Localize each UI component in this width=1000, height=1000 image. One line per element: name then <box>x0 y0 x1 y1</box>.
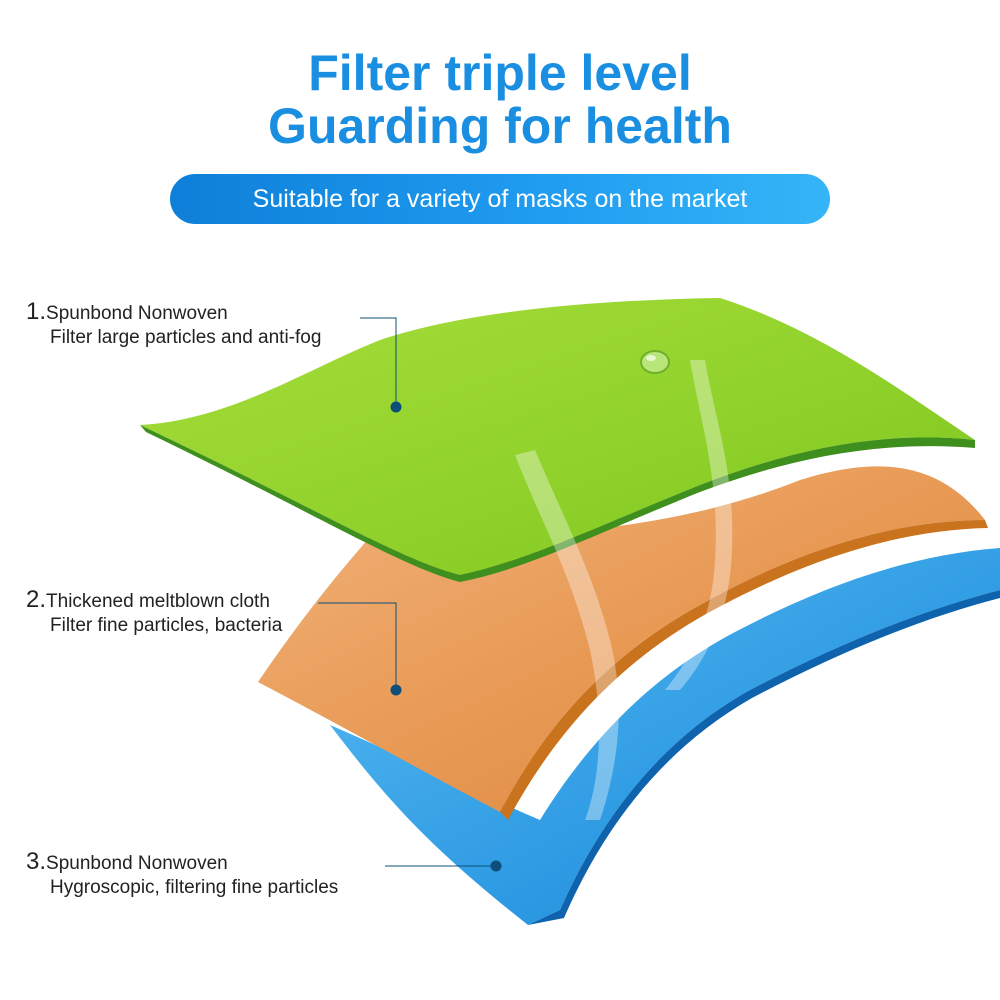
headline-line-1: Filter triple level <box>308 45 692 101</box>
headline-line-2: Guarding for health <box>268 98 732 154</box>
layer-1-description: Filter large particles and anti-fog <box>50 327 322 348</box>
droplet-highlight <box>646 355 656 361</box>
subtitle-banner: Suitable for a variety of masks on the m… <box>170 174 830 224</box>
layer-1-number: 1. <box>26 298 47 325</box>
pointer-3 <box>385 860 502 872</box>
pointer-2 <box>318 602 402 696</box>
droplet-icon <box>640 350 670 374</box>
layer-1-green <box>140 298 975 582</box>
layer-3-label: 3.Spunbond Nonwoven Hygroscopic, filteri… <box>26 850 338 900</box>
layer-3-description: Hygroscopic, filtering fine particles <box>50 877 339 898</box>
pointer-1 <box>360 317 402 413</box>
layer-2-description: Filter fine particles, bacteria <box>50 615 283 636</box>
layer-3-name: Spunbond Nonwoven <box>46 853 228 874</box>
pointer-dot-1 <box>390 401 402 413</box>
layer-1-name: Spunbond Nonwoven <box>46 303 228 324</box>
pointer-dot-2 <box>390 684 402 696</box>
layer-2-number: 2. <box>26 586 47 613</box>
airflow-swoosh <box>515 360 733 820</box>
layer-1-label: 1.Spunbond Nonwoven Filter large particl… <box>26 300 321 350</box>
pointer-dot-3 <box>490 860 502 872</box>
layer-3-blue <box>330 548 1000 925</box>
layer-3-number: 3. <box>26 848 47 875</box>
layer-2-label: 2.Thickened meltblown cloth Filter fine … <box>26 588 282 638</box>
layer-2-name: Thickened meltblown cloth <box>46 591 270 612</box>
